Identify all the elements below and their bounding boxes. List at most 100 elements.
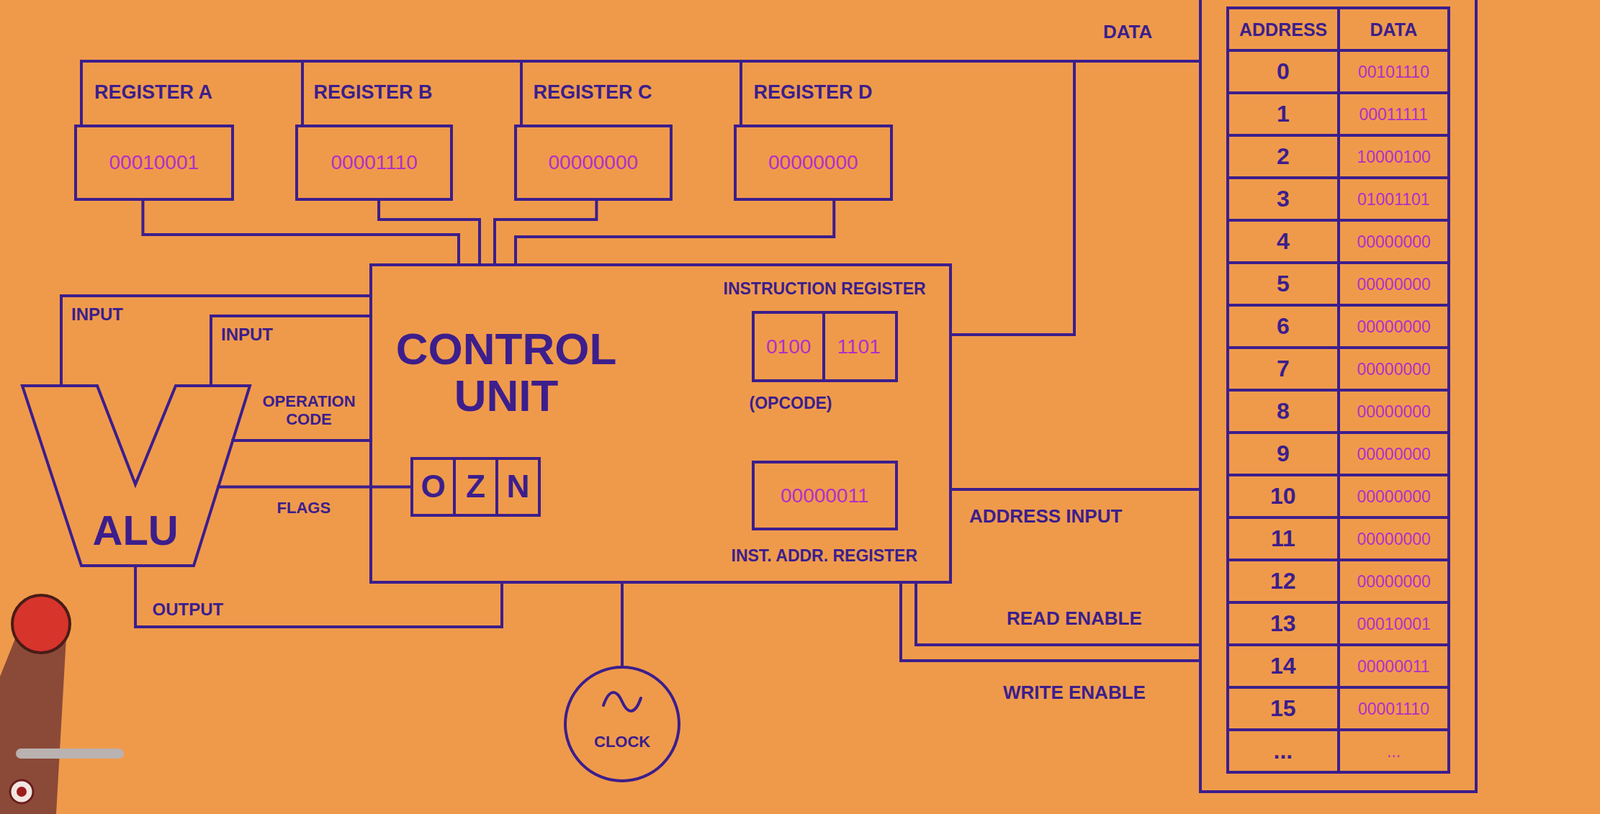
wire-label: INPUT (71, 304, 124, 325)
memory-value: 00000000 (1357, 487, 1431, 507)
address-number: 1 (1276, 100, 1290, 128)
memory-row-lines (1227, 50, 1449, 731)
register-box: REGISTER B00001110 (295, 124, 453, 201)
memory-value: 01001101 (1357, 190, 1431, 209)
clock-wave-symbol (603, 692, 641, 712)
address-number: 4 (1276, 228, 1290, 255)
clock-circle: CLOCK (563, 666, 681, 783)
memory-value: 00000000 (1357, 402, 1431, 422)
field-caption: (OPCODE) (749, 393, 833, 413)
address-number: 9 (1276, 440, 1290, 468)
register-value: 00001110 (331, 151, 418, 175)
memory-value: 10000100 (1357, 147, 1431, 167)
wire-label: OPERATION CODE (254, 392, 363, 430)
memory-value: 00000000 (1357, 275, 1431, 294)
flag-letter: O (421, 468, 446, 506)
alu-block: ALU (22, 385, 250, 566)
memory-value: 00001110 (1358, 699, 1430, 719)
address-number: 7 (1276, 355, 1290, 383)
memory-value: 00000000 (1357, 317, 1431, 337)
register-box: REGISTER D00000000 (733, 124, 893, 201)
address-number: 13 (1270, 610, 1297, 638)
register-name: INST. ADDR. REGISTER (731, 546, 919, 566)
register-value: 00010001 (109, 151, 200, 175)
wire-label: FLAGS (277, 499, 332, 518)
address-number: 6 (1276, 313, 1290, 340)
address-number: 11 (1270, 525, 1296, 553)
memory-grid-frame (1227, 7, 1449, 773)
wire (515, 200, 834, 264)
clock-outline (563, 666, 681, 783)
wire (740, 61, 1199, 125)
wire (951, 61, 1199, 335)
wire (210, 316, 370, 386)
register-box: REGISTER A00010001 (74, 124, 235, 201)
wire-label: READ ENABLE (1006, 608, 1143, 631)
instruction-register: INSTRUCTION REGISTER01001101 (751, 311, 898, 383)
red-button (12, 595, 70, 654)
memory-value: 00011111 (1359, 105, 1429, 124)
memory-value: 00000000 (1357, 232, 1431, 252)
column-header: ADDRESS (1239, 19, 1328, 41)
memory-table: ADDRESS DATA (1198, 0, 1478, 794)
wire-label: ADDRESS INPUT (969, 506, 1122, 528)
wire (620, 583, 624, 667)
address-number: 10 (1270, 483, 1297, 510)
wire (378, 200, 480, 264)
control-unit: CONTROL UNIT INSTRUCTION REGISTER 0100 1101… (369, 263, 952, 584)
flag-cell: O (410, 457, 456, 518)
wire (915, 583, 1199, 646)
wire (142, 200, 459, 264)
wire (232, 439, 370, 443)
opcode-cell: 0100 (754, 313, 823, 380)
unit-title: CONTROL UNIT (376, 325, 636, 420)
wire (61, 295, 370, 386)
column-header: DATA (1370, 19, 1418, 41)
operand-value: 1101 (837, 335, 881, 359)
memory-value: ... (1386, 742, 1401, 762)
wire (302, 61, 1199, 125)
register-name: REGISTER D (753, 81, 873, 104)
wire (135, 565, 502, 628)
memory-value: 00000000 (1357, 360, 1431, 379)
register-box: REGISTER C00000000 (514, 124, 673, 201)
address-number: 14 (1270, 653, 1297, 680)
address-number: 2 (1276, 143, 1290, 170)
clock-shape (565, 667, 680, 782)
address-number: 15 (1270, 695, 1297, 723)
flag-cell: Z (452, 457, 499, 518)
flag-cell: N (495, 457, 541, 518)
grey-bar (15, 748, 124, 759)
memory-value: 00101110 (1358, 62, 1430, 82)
register-name: REGISTER A (94, 81, 213, 104)
flag-letter: N (506, 468, 530, 506)
eye-icon (10, 780, 34, 804)
opcode-value: 0100 (766, 335, 811, 359)
register-name: INSTRUCTION REGISTER (723, 279, 927, 299)
flag-letter: Z (465, 468, 486, 506)
wire (494, 200, 597, 264)
clock-title: CLOCK (594, 733, 651, 752)
wire (521, 61, 1199, 125)
memory-value: 00000000 (1357, 445, 1431, 464)
register-name: REGISTER B (313, 81, 433, 104)
address-number: ... (1273, 738, 1294, 765)
alu-title: ALU (92, 506, 179, 556)
wire (951, 488, 1199, 492)
address-number: 8 (1276, 398, 1290, 425)
address-number: 0 (1276, 58, 1290, 85)
wire (900, 583, 1199, 662)
register-name: REGISTER C (533, 81, 653, 104)
wire-label: OUTPUT (152, 599, 224, 620)
memory-value: 00000000 (1357, 529, 1431, 549)
wire (81, 61, 1199, 125)
wire-label: DATA (1103, 21, 1153, 44)
register-value: 00000011 (780, 484, 870, 508)
eye-pupil (16, 787, 27, 798)
address-register: 00000011INST. ADDR. REGISTER (751, 460, 898, 531)
wire-label: INPUT (221, 324, 273, 345)
memory-value: 00010001 (1357, 614, 1431, 634)
memory-value: 00000000 (1357, 572, 1431, 592)
operand-cell: 1101 (822, 313, 896, 380)
address-number: 12 (1270, 568, 1297, 595)
